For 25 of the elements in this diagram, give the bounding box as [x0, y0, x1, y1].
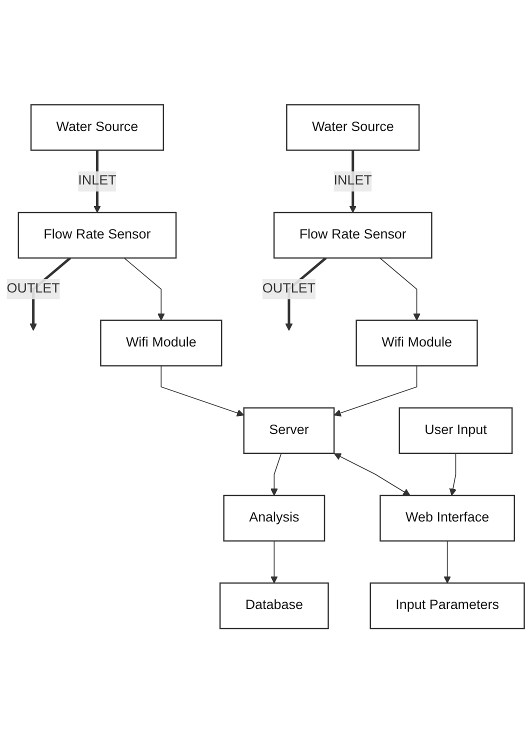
- arrow: [449, 452, 457, 496]
- node-box: Web Interface: [380, 494, 516, 542]
- node-box: Database: [219, 582, 329, 630]
- edge-label: INLET: [78, 174, 116, 188]
- node-box: Wifi Module: [356, 320, 478, 366]
- node-box: Wifi Module: [100, 320, 222, 366]
- arrow: [270, 540, 278, 584]
- edge-label: INLET: [334, 174, 372, 188]
- arrow: [334, 453, 410, 496]
- edge-label: OUTLET: [262, 281, 316, 296]
- arrow: [334, 365, 418, 416]
- node-box: Water Source: [286, 104, 420, 151]
- arrow: [444, 540, 452, 584]
- node-box: Water Source: [30, 104, 164, 151]
- arrow: [270, 452, 282, 496]
- node-box: Input Parameters: [370, 582, 525, 630]
- node-box: Flow Rate Sensor: [18, 212, 177, 258]
- node-box: Analysis: [223, 494, 326, 542]
- node-box: Server: [243, 407, 335, 454]
- arrow: [379, 257, 420, 321]
- node-box: User Input: [398, 407, 513, 454]
- node-box: Flow Rate Sensor: [273, 212, 432, 258]
- arrow: [160, 365, 244, 416]
- arrow: [124, 257, 165, 321]
- edge-label: OUTLET: [6, 281, 60, 296]
